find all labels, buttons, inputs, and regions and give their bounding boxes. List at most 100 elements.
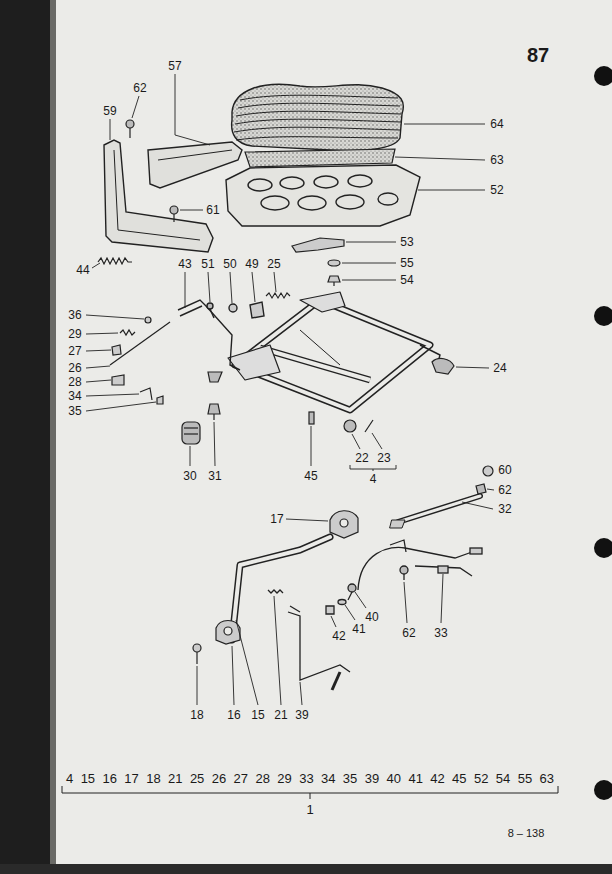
seat-pan — [336, 195, 364, 209]
page-edge — [594, 780, 612, 800]
hardware-symbol — [328, 260, 340, 266]
seat-frame — [300, 292, 345, 312]
seat-cushion — [238, 103, 400, 108]
seat-pan — [280, 177, 304, 189]
leader-line — [311, 426, 312, 466]
lever-symbol — [266, 293, 290, 298]
leader-line — [286, 519, 328, 521]
group-bracket — [62, 786, 558, 799]
callout-number: 29 — [68, 328, 81, 340]
bracket-symbol — [196, 652, 197, 664]
bracket-symbol — [330, 511, 358, 538]
hardware-symbol — [328, 276, 340, 282]
seat-pan — [348, 175, 372, 187]
seat-pan — [226, 165, 420, 226]
leader-line — [86, 380, 111, 382]
torsion-bar — [232, 537, 330, 640]
rod-symbol — [288, 612, 350, 680]
group-number: 1 — [306, 803, 313, 816]
leader-line — [86, 333, 118, 334]
rod-symbol — [348, 584, 356, 592]
cable-symbol — [358, 547, 472, 590]
seat-pan — [261, 196, 289, 210]
callout-number: 35 — [68, 405, 81, 417]
cable-symbol — [110, 317, 170, 404]
leader-line — [86, 366, 110, 368]
page-edge — [594, 306, 612, 326]
leader-line — [404, 124, 485, 125]
callout-number: 52 — [490, 184, 503, 196]
hardware-symbol — [333, 282, 334, 286]
leader-line — [418, 190, 485, 191]
cable-symbol — [112, 375, 124, 385]
cable-symbol — [157, 396, 163, 404]
cable-symbol — [403, 574, 404, 580]
hardware-symbol — [184, 433, 198, 434]
leader-line — [92, 263, 100, 268]
spring-symbol — [98, 258, 132, 264]
leader-line — [372, 433, 382, 449]
callout-number: 39 — [295, 709, 308, 721]
callout-number: 23 — [377, 452, 390, 464]
leader-line — [462, 502, 493, 509]
callout-number: 24 — [493, 362, 506, 374]
leader-line — [274, 596, 281, 705]
seat-pan — [226, 165, 420, 226]
leader-line — [404, 582, 407, 623]
hardware-symbol — [182, 359, 454, 444]
leader-line — [197, 666, 198, 705]
bracket-symbol — [224, 627, 232, 635]
leader-line — [86, 402, 156, 411]
seat-pan — [248, 179, 272, 191]
callout-number: 40 — [365, 611, 378, 623]
leader-line — [230, 272, 232, 303]
hardware-symbol — [208, 372, 222, 382]
seat-rail — [104, 140, 242, 252]
seat-cushion — [240, 95, 398, 100]
rod-symbol — [476, 484, 486, 494]
callout-number: 15 — [251, 709, 264, 721]
leader-line — [342, 280, 396, 281]
leader-line — [190, 446, 191, 466]
seat-pad — [245, 149, 395, 167]
callout-number: 55 — [400, 257, 413, 269]
group-bracket — [62, 786, 558, 793]
leader-line — [345, 605, 355, 620]
leader-line — [132, 96, 139, 118]
callout-number: 44 — [76, 264, 89, 276]
screw-symbol — [126, 120, 178, 222]
bracket-symbol — [193, 511, 358, 664]
leader-line — [355, 592, 366, 608]
leader-line — [300, 682, 302, 705]
leader-line — [456, 367, 489, 368]
screw-symbol — [126, 120, 134, 128]
seat-frame — [228, 292, 440, 410]
leader-line — [232, 646, 234, 705]
leader-line — [395, 157, 485, 160]
callout-number: 30 — [183, 470, 196, 482]
callout-number: 4 — [370, 473, 377, 485]
cable-symbol — [140, 388, 152, 400]
callout-number: 21 — [274, 709, 287, 721]
bracket-symbol — [193, 644, 201, 652]
lever-symbol — [210, 309, 214, 318]
callout-number: 26 — [68, 362, 81, 374]
seat-pan — [314, 176, 338, 188]
cable-symbol — [145, 317, 151, 323]
seat-cushion — [232, 84, 404, 150]
cable-symbol — [112, 345, 121, 355]
callout-number: 18 — [190, 709, 203, 721]
callout-number: 33 — [434, 627, 447, 639]
leader-line — [350, 465, 396, 469]
cable-symbol — [438, 566, 448, 573]
group-bracket — [310, 793, 311, 799]
seat-cushion — [236, 137, 398, 140]
hardware-symbol — [344, 420, 356, 432]
callout-number: 62 — [498, 484, 511, 496]
callout-number: 31 — [208, 470, 221, 482]
page-code: 8 – 138 — [508, 828, 545, 839]
leader-line — [110, 119, 111, 140]
lever-symbol — [229, 304, 237, 312]
